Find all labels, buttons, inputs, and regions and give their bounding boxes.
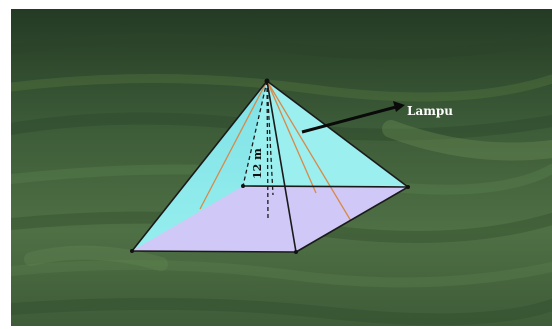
visible-edges xyxy=(131,80,409,253)
pyramid-illustration: 12 m Lampu xyxy=(11,9,552,326)
pyramid-back-face xyxy=(243,81,408,187)
pointer-arrow xyxy=(301,101,405,134)
lamp-strings xyxy=(199,80,352,222)
pointer-label: Lampu xyxy=(407,104,453,118)
height-label: 12 m xyxy=(251,148,264,179)
hidden-edges xyxy=(242,80,274,220)
pyramid-vertices xyxy=(130,78,410,254)
pyramid-base xyxy=(132,186,408,252)
